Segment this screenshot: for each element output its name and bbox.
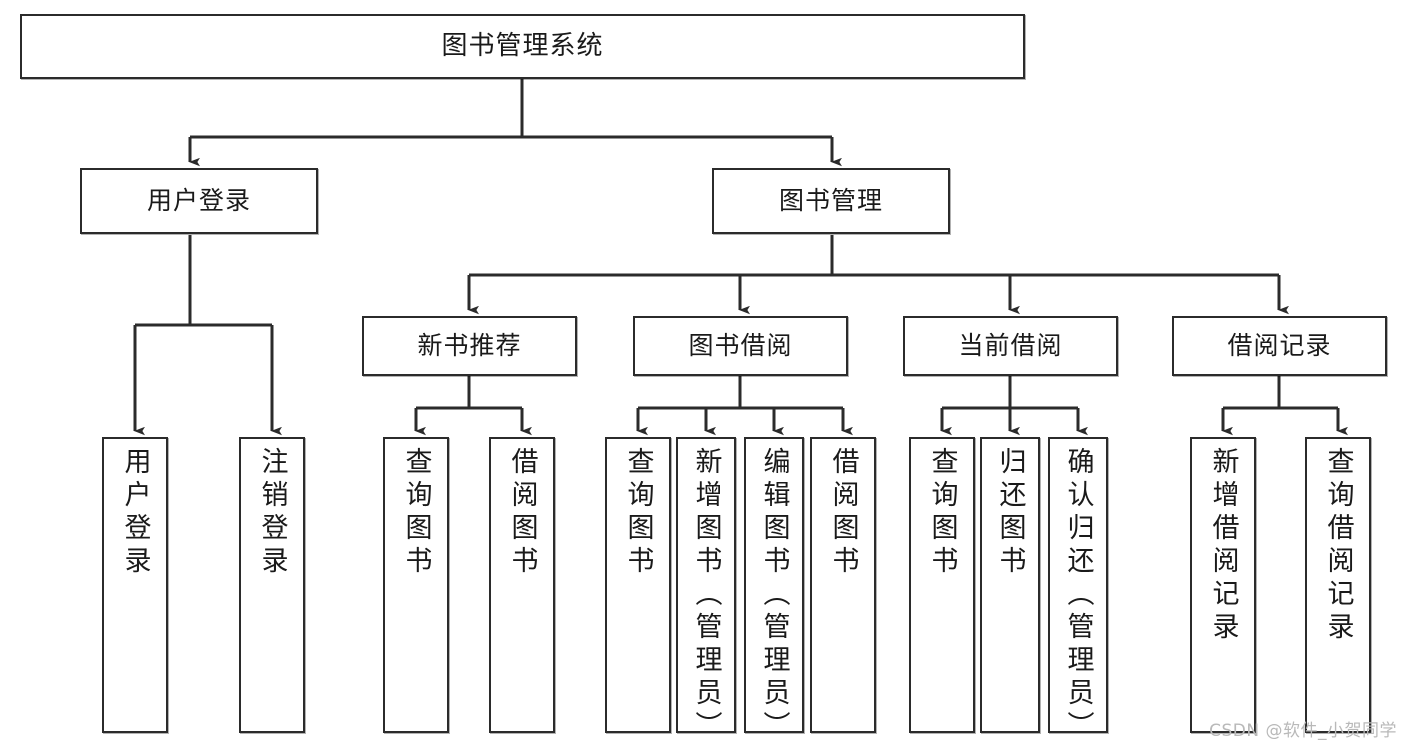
node-leaf-confirm-return[interactable]: 确认归还（管理员） [1048,437,1108,744]
node-leaf-add-book-label: 新增图书（管理员） [690,447,722,744]
node-new-book-rec-label: 新书推荐 [417,331,522,361]
node-borrow-record[interactable]: 借阅记录 [1172,316,1387,376]
node-user-login-label: 用户登录 [146,186,251,216]
node-leaf-borrow-book-1[interactable]: 借阅图书 [489,437,555,733]
node-book-borrow-label: 图书借阅 [688,331,793,361]
node-leaf-query-record-label: 查询借阅记录 [1322,447,1354,645]
node-borrow-record-label: 借阅记录 [1227,331,1332,361]
node-leaf-logout[interactable]: 注销登录 [239,437,305,733]
node-user-login[interactable]: 用户登录 [80,168,318,234]
node-leaf-edit-book[interactable]: 编辑图书（管理员） [744,437,804,744]
node-book-borrow[interactable]: 图书借阅 [633,316,848,376]
node-leaf-add-book[interactable]: 新增图书（管理员） [676,437,736,744]
node-leaf-query-book-1-label: 查询图书 [400,447,432,579]
node-leaf-user-login-label: 用户登录 [119,447,151,579]
node-leaf-query-record[interactable]: 查询借阅记录 [1305,437,1371,733]
node-book-manage[interactable]: 图书管理 [712,168,950,234]
node-leaf-query-book-3[interactable]: 查询图书 [909,437,975,733]
node-leaf-add-record-label: 新增借阅记录 [1207,447,1239,645]
node-leaf-logout-label: 注销登录 [256,447,288,579]
node-leaf-query-book-1[interactable]: 查询图书 [383,437,449,733]
node-leaf-query-book-2[interactable]: 查询图书 [605,437,671,733]
node-root-label: 图书管理系统 [441,31,604,62]
node-leaf-borrow-book-2[interactable]: 借阅图书 [810,437,876,733]
node-leaf-add-record[interactable]: 新增借阅记录 [1190,437,1256,733]
node-current-borrow-label: 当前借阅 [958,331,1063,361]
node-book-manage-label: 图书管理 [778,186,883,216]
node-leaf-query-book-3-label: 查询图书 [926,447,958,579]
node-leaf-user-login[interactable]: 用户登录 [102,437,168,733]
node-root[interactable]: 图书管理系统 [20,14,1025,79]
node-current-borrow[interactable]: 当前借阅 [903,316,1118,376]
node-leaf-return-book-label: 归还图书 [994,447,1026,579]
node-leaf-return-book[interactable]: 归还图书 [980,437,1040,733]
node-leaf-borrow-book-2-label: 借阅图书 [827,447,859,579]
node-leaf-borrow-book-1-label: 借阅图书 [506,447,538,579]
node-leaf-query-book-2-label: 查询图书 [622,447,654,579]
node-leaf-edit-book-label: 编辑图书（管理员） [758,447,790,744]
node-leaf-confirm-return-label: 确认归还（管理员） [1062,447,1094,744]
node-new-book-rec[interactable]: 新书推荐 [362,316,577,376]
